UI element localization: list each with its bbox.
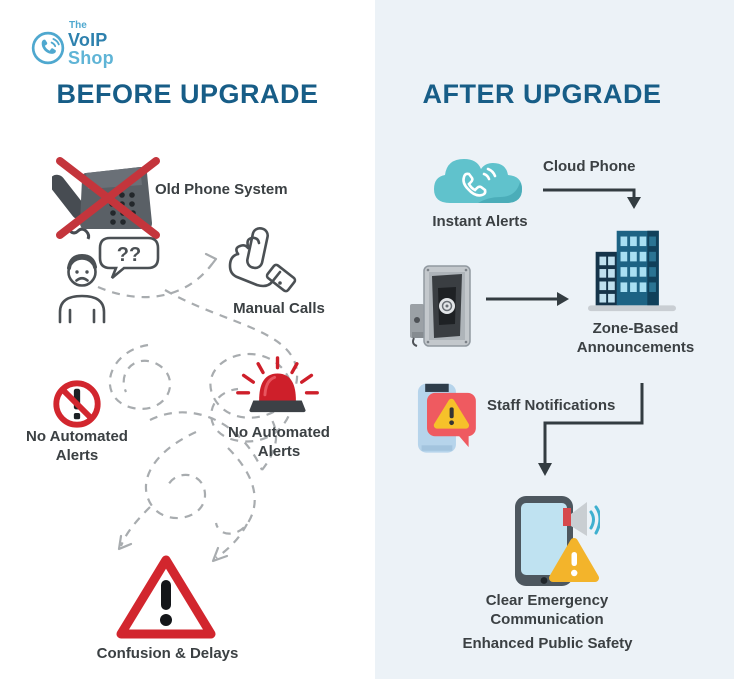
buildings-icon — [588, 226, 676, 314]
question-marks: ?? — [117, 244, 141, 266]
voip-shop-logo-text: The VoIP Shop — [68, 20, 114, 68]
siren-icon — [232, 356, 324, 418]
cloud-phone-label: Cloud Phone — [543, 158, 636, 175]
public-safety-label: Enhanced Public Safety — [462, 635, 633, 652]
confusion-scribble-lines — [97, 252, 299, 563]
no-alerts-left-label: No Automated Alerts — [26, 428, 128, 464]
cloud-phone-icon — [428, 145, 528, 211]
before-title: BEFORE UPGRADE — [56, 79, 319, 109]
zone-announcements-label: Zone-Based Announcements — [576, 320, 695, 356]
logo-shop: Shop — [68, 48, 114, 68]
confusion-warning-triangle-icon — [113, 550, 219, 642]
staff-notifications-label: Staff Notifications — [487, 397, 616, 414]
confused-person-icon: ?? — [52, 232, 164, 324]
no-alerts-prohibition-icon — [50, 377, 104, 431]
before-panel — [0, 0, 375, 679]
instant-alerts-label: Instant Alerts — [432, 213, 528, 230]
logo-voip: VoIP — [68, 30, 108, 50]
manual-calls-label: Manual Calls — [233, 300, 325, 317]
loudspeaker-icon — [408, 262, 480, 350]
no-alerts-right-label: No Automated Alerts — [228, 424, 330, 460]
clear-communication-label: Clear Emergency Communication — [485, 592, 609, 628]
old-phone-label: Old Phone System — [155, 181, 288, 198]
emergency-tablet-icon — [505, 490, 600, 590]
staff-notifications-icon — [410, 382, 482, 458]
logo-the: The — [69, 20, 87, 31]
after-title: AFTER UPGRADE — [422, 79, 662, 109]
manual-calls-hand-icon — [222, 226, 300, 296]
old-phone-crossed-icon — [52, 145, 164, 240]
confusion-label: Confusion & Delays — [96, 645, 239, 662]
voip-shop-logo-icon — [30, 30, 66, 66]
